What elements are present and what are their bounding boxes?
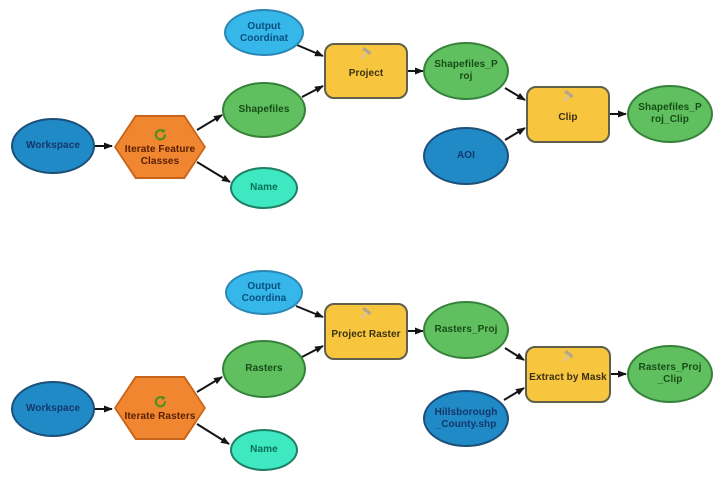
node-label: Rasters_Proj xyxy=(434,324,498,335)
node-label: Project Raster xyxy=(331,328,401,340)
node-iterate-rasters[interactable]: Iterate Rasters xyxy=(114,376,206,440)
node-label: Iterate Rasters xyxy=(124,411,196,422)
node-label: Shapefiles xyxy=(238,104,290,115)
node-label: Workspace xyxy=(25,403,81,414)
node-workspace-bottom[interactable]: Workspace xyxy=(11,381,95,437)
hammer-icon xyxy=(356,307,376,322)
node-label: Name xyxy=(250,182,278,193)
node-label: Workspace xyxy=(25,140,81,151)
connector-rasters-proj-to-extract-by-mask xyxy=(504,347,525,361)
node-label: Shapefiles_P roj xyxy=(434,59,498,82)
connector-shapefiles-proj-to-clip xyxy=(504,87,526,101)
connector-output-coordinat-to-project xyxy=(296,44,324,57)
circular-arrow-loop-icon xyxy=(153,128,167,142)
node-tool-clip[interactable]: Clip xyxy=(526,86,610,143)
connector-iterate-feature-classes-to-name xyxy=(196,161,231,183)
node-hillsborough-county[interactable]: Hillsborough _County.shp xyxy=(423,390,509,447)
node-label: Rasters xyxy=(245,363,283,374)
node-label: Extract by Mask xyxy=(529,371,607,383)
node-output-coordina[interactable]: Output Coordina xyxy=(225,270,303,315)
connector-shapefiles-to-project xyxy=(301,85,324,98)
node-shapefiles-proj[interactable]: Shapefiles_P roj xyxy=(423,42,509,100)
node-rasters-proj-clip[interactable]: Rasters_Proj _Clip xyxy=(627,345,713,403)
node-name-bottom[interactable]: Name xyxy=(230,429,298,471)
node-label: Output Coordina xyxy=(241,280,287,304)
node-label: Clip xyxy=(558,111,578,123)
node-label: Name xyxy=(250,444,278,455)
connector-hillsborough-to-extract-by-mask xyxy=(503,387,525,401)
connector-rasters-to-project-raster xyxy=(301,345,324,358)
node-shapefiles-proj-clip[interactable]: Shapefiles_P roj_Clip xyxy=(627,85,713,143)
node-aoi[interactable]: AOI xyxy=(423,127,509,185)
node-label: Project xyxy=(348,68,384,79)
hammer-icon xyxy=(558,90,578,105)
circular-arrow-loop-icon xyxy=(153,395,167,409)
node-iterate-feature-classes[interactable]: Iterate Feature Classes xyxy=(114,115,206,179)
node-tool-project[interactable]: Project xyxy=(324,43,408,99)
node-name-top[interactable]: Name xyxy=(230,167,298,209)
node-rasters[interactable]: Rasters xyxy=(222,340,306,398)
connector-aoi-to-clip xyxy=(504,127,526,141)
connector-iterate-rasters-to-rasters xyxy=(196,376,223,393)
connector-iterate-rasters-to-name xyxy=(196,423,230,445)
hammer-icon xyxy=(558,350,578,365)
node-tool-extract-by-mask[interactable]: Extract by Mask xyxy=(525,346,611,403)
node-label: Shapefiles_P roj_Clip xyxy=(638,102,702,125)
node-rasters-proj[interactable]: Rasters_Proj xyxy=(423,301,509,359)
connector-output-coordina-to-project-raster xyxy=(295,305,324,318)
connector-iterate-feature-classes-to-shapefiles xyxy=(196,114,223,131)
node-label: Rasters_Proj _Clip xyxy=(638,362,702,385)
node-label: Output Coordinat xyxy=(239,20,289,44)
node-label: AOI xyxy=(456,150,476,161)
node-shapefiles[interactable]: Shapefiles xyxy=(222,82,306,138)
node-output-coordinat[interactable]: Output Coordinat xyxy=(224,9,304,56)
node-label: Iterate Feature Classes xyxy=(124,144,196,167)
hammer-icon xyxy=(356,47,376,62)
node-label: Hillsborough _County.shp xyxy=(434,406,498,430)
node-tool-project-raster[interactable]: Project Raster xyxy=(324,303,408,360)
node-workspace-top[interactable]: Workspace xyxy=(11,118,95,174)
